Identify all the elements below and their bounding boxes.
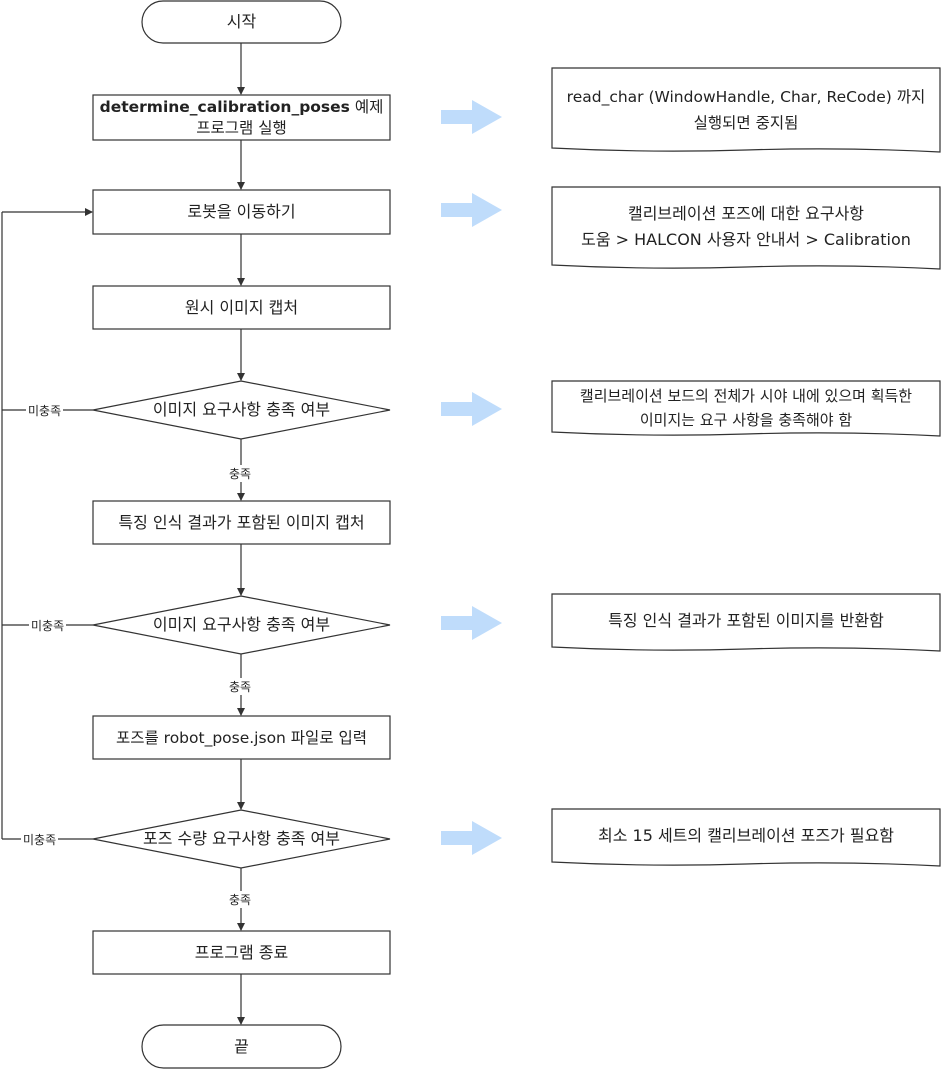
annotation-arrow-4 — [441, 606, 502, 640]
step-run-example-box — [92, 94, 391, 141]
decision-1-label: 이미지 요구사항 충족 여부 — [93, 396, 390, 424]
step-capture-raw-box — [92, 285, 391, 330]
note-doc-4 — [551, 593, 941, 652]
note-1-line2: 실행되면 중지됨 — [693, 114, 799, 132]
note-4: 특징 인식 결과가 포함된 이미지를 반환함 — [552, 598, 940, 644]
edge-no-1: 미충족 — [26, 402, 64, 419]
annotation-arrow-2 — [441, 193, 502, 227]
note-doc-3 — [551, 380, 941, 437]
step-end-program-box — [92, 930, 391, 975]
note-3-line2: 이미지는 요구 사항을 충족해야 함 — [639, 411, 853, 429]
edge-yes-3: 충족 — [227, 891, 254, 908]
note-5: 최소 15 세트의 캘리브레이션 포즈가 필요함 — [552, 813, 940, 859]
note-4-text: 특징 인식 결과가 포함된 이미지를 반환함 — [608, 611, 884, 630]
edge-yes-2: 충족 — [227, 678, 254, 695]
decision-2-label: 이미지 요구사항 충족 여부 — [93, 611, 390, 639]
decision-3-label: 포즈 수량 요구사항 충족 여부 — [93, 825, 390, 853]
note-3-line1: 캘리브레이션 보드의 전체가 시야 내에 있으며 획득한 — [579, 387, 913, 405]
step-move-robot: 로봇을 이동하기 — [93, 190, 390, 234]
edge-no-3: 미충족 — [21, 831, 59, 848]
end-label: 끝 — [142, 1025, 341, 1068]
start-label: 시작 — [142, 1, 341, 43]
decision-3-text: 포즈 수량 요구사항 충족 여부 — [143, 829, 340, 848]
end-terminal — [141, 1024, 342, 1069]
annotation-arrow-1 — [441, 100, 502, 134]
note-doc-2 — [551, 186, 941, 270]
step-end-program: 프로그램 종료 — [93, 931, 390, 974]
step-run-example-func: determine_calibration_poses — [99, 97, 350, 116]
start-text: 시작 — [226, 12, 257, 31]
note-2-line1: 캘리브레이션 포즈에 대한 요구사항 — [627, 204, 865, 223]
note-3: 캘리브레이션 보드의 전체가 시야 내에 있으며 획득한 이미지는 요구 사항을… — [552, 383, 940, 433]
step-input-pose-text: 포즈를 robot_pose.json 파일로 입력 — [115, 728, 368, 747]
step-capture-feature-box — [92, 500, 391, 545]
step-run-example-suffix: 예제 — [349, 97, 384, 116]
note-2-line2: 도움 > HALCON 사용자 안내서 > Calibration — [581, 230, 911, 249]
step-run-example: determine_calibration_poses 예제 프로그램 실행 — [93, 95, 390, 140]
note-5-text: 최소 15 세트의 캘리브레이션 포즈가 필요함 — [597, 826, 895, 845]
step-input-pose-box — [92, 715, 391, 760]
step-run-example-line2: 프로그램 실행 — [196, 118, 287, 137]
note-1-line1: read_char (WindowHandle, Char, ReCode) 까… — [566, 88, 926, 106]
step-move-robot-text: 로봇을 이동하기 — [187, 202, 296, 221]
note-1: read_char (WindowHandle, Char, ReCode) 까… — [552, 80, 940, 140]
note-doc-1 — [551, 67, 941, 153]
step-input-pose: 포즈를 robot_pose.json 파일로 입력 — [93, 716, 390, 759]
end-text: 끝 — [234, 1036, 249, 1056]
step-run-example-line1: determine_calibration_poses 예제 — [100, 97, 384, 118]
note-doc-5 — [551, 808, 941, 867]
step-capture-raw: 원시 이미지 캡처 — [93, 286, 390, 329]
decision-1-text: 이미지 요구사항 충족 여부 — [152, 400, 331, 419]
step-move-robot-box — [92, 189, 391, 235]
step-end-program-text: 프로그램 종료 — [194, 942, 289, 962]
annotation-arrow-5 — [441, 821, 502, 855]
step-capture-feature: 특징 인식 결과가 포함된 이미지 캡처 — [93, 501, 390, 544]
step-capture-raw-text: 원시 이미지 캡처 — [184, 297, 299, 317]
step-capture-feature-text: 특징 인식 결과가 포함된 이미지 캡처 — [118, 512, 365, 532]
annotation-arrow-3 — [441, 392, 502, 426]
edge-no-2: 미충족 — [29, 617, 67, 634]
decision-2-text: 이미지 요구사항 충족 여부 — [152, 615, 331, 634]
edge-yes-1: 충족 — [227, 465, 254, 482]
note-2: 캘리브레이션 포즈에 대한 요구사항 도움 > HALCON 사용자 안내서 >… — [552, 198, 940, 256]
